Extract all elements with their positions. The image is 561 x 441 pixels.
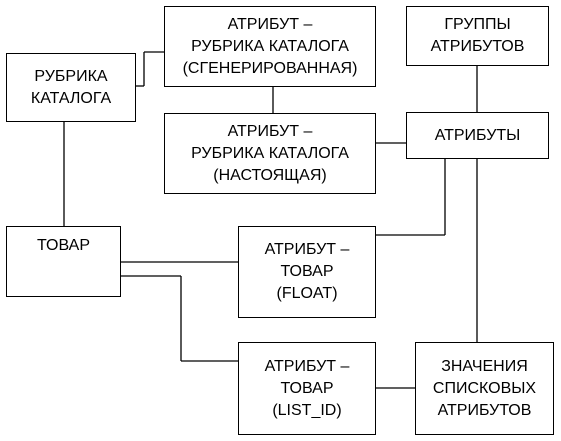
attributes-box: АТРИБУТЫ <box>406 112 549 159</box>
box-line: АТРИБУТ – <box>264 357 350 375</box>
box-line: РУБРИКА КАТАЛОГА <box>191 37 349 55</box>
box-line: ТОВАР <box>37 237 90 254</box>
box-line: (LIST_ID) <box>272 401 342 419</box>
attribute-rubric-generated-box: АТРИБУТ – РУБРИКА КАТАЛОГА (СГЕНЕРИРОВАН… <box>164 6 376 87</box>
box-line: ТОВАР <box>280 379 334 397</box>
box-line: РУБРИКА КАТАЛОГА <box>191 144 349 162</box>
box-line: АТРИБУТ – <box>227 122 313 140</box>
box-line: АТРИБУТОВ <box>437 401 532 419</box>
attribute-product-list-box: АТРИБУТ – ТОВАР (LIST_ID) <box>238 342 376 435</box>
box-line: КАТАЛОГА <box>30 89 112 107</box>
box-line: (СГЕНЕРИРОВАННАЯ) <box>182 59 358 77</box>
box-line: СПИСКОВЫХ <box>432 379 537 397</box>
box-line: АТРИБУТЫ <box>434 126 521 144</box>
attribute-groups-box: ГРУППЫ АТРИБУТОВ <box>406 6 549 66</box>
box-line: АТРИБУТОВ <box>430 38 525 55</box>
box-line: АТРИБУТ – <box>227 15 313 33</box>
box-line: ЗНАЧЕНИЯ <box>441 357 528 375</box>
box-line: (FLOAT) <box>276 285 338 302</box>
box-line: ТОВАР <box>280 263 334 280</box>
list-attribute-values-box: ЗНАЧЕНИЯ СПИСКОВЫХ АТРИБУТОВ <box>415 342 554 435</box>
attribute-product-float-box: АТРИБУТ – ТОВАР (FLOAT) <box>238 226 376 318</box>
product-box: ТОВАР <box>6 226 121 297</box>
box-line: (НАСТОЯЩАЯ) <box>213 166 327 184</box>
catalog-rubric-box: РУБРИКА КАТАЛОГА <box>6 53 136 122</box>
box-line: РУБРИКА <box>34 67 108 85</box>
box-line: ГРУППЫ <box>444 16 511 33</box>
box-line: АТРИБУТ – <box>264 241 350 258</box>
attribute-rubric-real-box: АТРИБУТ – РУБРИКА КАТАЛОГА (НАСТОЯЩАЯ) <box>164 113 376 194</box>
